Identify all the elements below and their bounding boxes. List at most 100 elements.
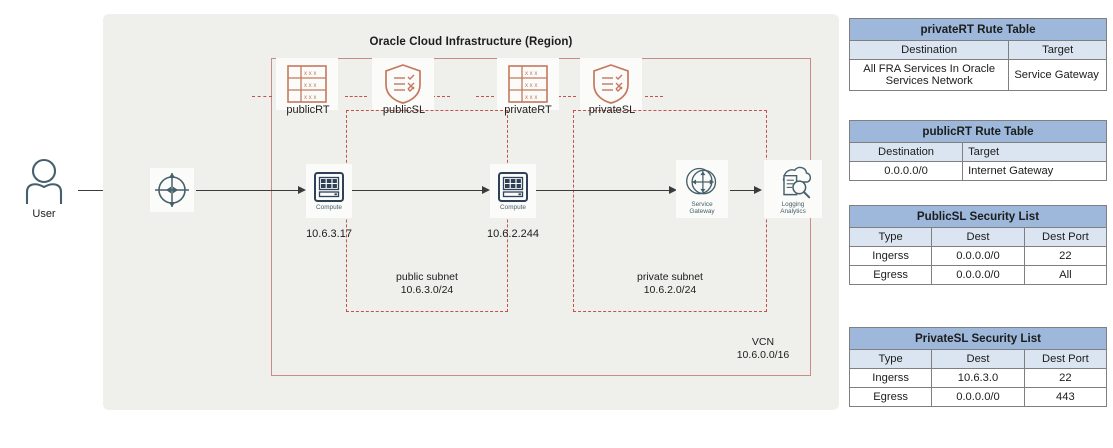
region-title: Oracle Cloud Infrastructure (Region)	[369, 36, 573, 48]
column-header-dest-port: Dest Port	[1023, 227, 1108, 247]
table-row: Ingerss 10.6.3.0 22	[848, 368, 1108, 388]
route-table-icon: x x xx x xx x x	[508, 65, 548, 103]
dash-connector-public-left	[252, 96, 272, 97]
connector-sgw-to-logging	[730, 190, 758, 191]
cell-type: Egress	[848, 265, 933, 285]
vcn-cidr: 10.6.0.0/16	[736, 349, 790, 361]
table-title: privateRT Rute Table	[849, 18, 1107, 41]
user-icon-tile	[14, 155, 74, 207]
column-header-destination: Destination	[848, 142, 964, 162]
arrow-sgw-to-logging	[754, 185, 762, 194]
arrow-private-compute-to-sgw	[669, 185, 677, 194]
table-header-row: Type Dest Dest Port	[848, 349, 1108, 369]
private-sl-security-list-table: PrivateSL Security List Type Dest Dest P…	[848, 327, 1108, 407]
table-title: PrivateSL Security List	[849, 327, 1107, 350]
dash-connector-private-left	[476, 96, 494, 97]
table-row: Egress 0.0.0.0/0 443	[848, 387, 1108, 407]
private-subnet-boundary: private subnet 10.6.2.0/24	[573, 110, 767, 312]
dash-connector-public-mid	[345, 96, 367, 97]
private-rt-route-table: privateRT Rute Table Destination Target …	[848, 18, 1107, 91]
cell-dest-port: 22	[1023, 368, 1108, 388]
cell-dest: 0.0.0.0/0	[931, 246, 1025, 266]
column-header-dest-port: Dest Port	[1023, 349, 1108, 369]
public-compute-ip: 10.6.3.17	[306, 228, 352, 240]
cell-type: Ingerss	[848, 246, 933, 266]
private-compute-ip: 10.6.2.244	[487, 228, 539, 240]
table-row: Ingerss 0.0.0.0/0 22	[848, 246, 1108, 266]
private-compute-caption: Compute	[500, 204, 526, 211]
svg-text:x x x: x x x	[525, 71, 537, 77]
table-row: 0.0.0.0/0 Internet Gateway	[848, 161, 1107, 181]
service-gateway-tile[interactable]: Service Gateway	[676, 160, 728, 218]
public-security-list-label: publicSL	[382, 104, 426, 116]
public-route-table-tile[interactable]: x x x x x x x x x	[276, 58, 338, 110]
column-header-type: Type	[848, 349, 933, 369]
public-subnet-cidr: 10.6.3.0/24	[400, 284, 454, 296]
compute-icon	[314, 172, 344, 202]
cell-destination: All FRA Services In Oracle Services Netw…	[848, 59, 1010, 91]
column-header-target: Target	[1008, 40, 1107, 60]
public-rt-route-table: publicRT Rute Table Destination Target 0…	[848, 120, 1107, 181]
private-subnet-cidr: 10.6.2.0/24	[643, 284, 697, 296]
cell-dest-port: 22	[1023, 246, 1108, 266]
private-security-list-label: privateSL	[588, 104, 636, 116]
public-subnet-boundary: public subnet 10.6.3.0/24	[346, 110, 508, 312]
internet-gateway-icon	[155, 173, 189, 207]
dash-connector-private-right	[645, 96, 663, 97]
region-container: Oracle Cloud Infrastructure (Region) VCN…	[103, 14, 839, 410]
vcn-label: VCN 10.6.0.0/16	[703, 336, 823, 362]
table-title-row: PublicSL Security List	[849, 205, 1107, 228]
arrow-public-to-private-compute	[482, 185, 490, 194]
private-compute-tile[interactable]: Compute	[490, 164, 536, 218]
shield-checklist-icon	[593, 64, 629, 104]
public-compute-tile[interactable]: Compute	[306, 164, 352, 218]
column-header-dest: Dest	[931, 227, 1025, 247]
private-subnet-label: private subnet 10.6.2.0/24	[574, 271, 766, 297]
svg-text:x x x: x x x	[304, 71, 316, 77]
service-gateway-icon	[686, 167, 717, 194]
svg-text:x x x: x x x	[304, 95, 316, 101]
connector-igw-to-public-compute	[196, 190, 302, 191]
svg-text:x x x: x x x	[304, 83, 316, 89]
public-compute-caption: Compute	[316, 204, 342, 211]
table-title: publicRT Rute Table	[849, 120, 1107, 143]
arrow-igw-to-public-compute	[298, 185, 306, 194]
logging-analytics-icon	[782, 166, 812, 198]
table-header-row: Type Dest Dest Port	[848, 227, 1108, 247]
cell-dest-port: All	[1023, 265, 1108, 285]
table-title: PublicSL Security List	[849, 205, 1107, 228]
column-header-destination: Destination	[848, 40, 1010, 60]
shield-checklist-icon	[385, 64, 421, 104]
internet-gateway-tile[interactable]	[150, 168, 194, 212]
table-row: All FRA Services In Oracle Services Netw…	[848, 59, 1107, 91]
user-icon	[25, 158, 63, 204]
compute-icon	[498, 172, 528, 202]
connector-public-to-private-compute	[352, 190, 486, 191]
service-gateway-caption: Service Gateway	[689, 200, 715, 215]
table-header-row: Destination Target	[848, 40, 1107, 60]
cell-destination: 0.0.0.0/0	[848, 161, 964, 181]
cell-dest: 0.0.0.0/0	[931, 265, 1025, 285]
table-title-row: privateRT Rute Table	[849, 18, 1107, 41]
table-title-row: PrivateSL Security List	[849, 327, 1107, 350]
table-title-row: publicRT Rute Table	[849, 120, 1107, 143]
cell-target: Internet Gateway	[962, 161, 1107, 181]
cell-type: Egress	[848, 387, 933, 407]
public-subnet-name: public subnet	[396, 271, 458, 283]
logging-analytics-tile[interactable]: Logging Analytics	[764, 160, 822, 218]
public-security-list-tile[interactable]	[372, 58, 434, 110]
column-header-target: Target	[962, 142, 1107, 162]
private-security-list-tile[interactable]	[580, 58, 642, 110]
dash-connector-private-mid	[558, 96, 576, 97]
connector-private-compute-to-sgw	[536, 190, 673, 191]
cell-type: Ingerss	[848, 368, 933, 388]
column-header-type: Type	[848, 227, 933, 247]
cell-dest: 10.6.3.0	[931, 368, 1025, 388]
cell-dest: 0.0.0.0/0	[931, 387, 1025, 407]
cell-dest-port: 443	[1023, 387, 1108, 407]
private-subnet-name: private subnet	[637, 271, 703, 283]
route-table-icon: x x x x x x x x x	[287, 65, 327, 103]
cell-target: Service Gateway	[1008, 59, 1107, 91]
user-label: User	[32, 208, 56, 220]
